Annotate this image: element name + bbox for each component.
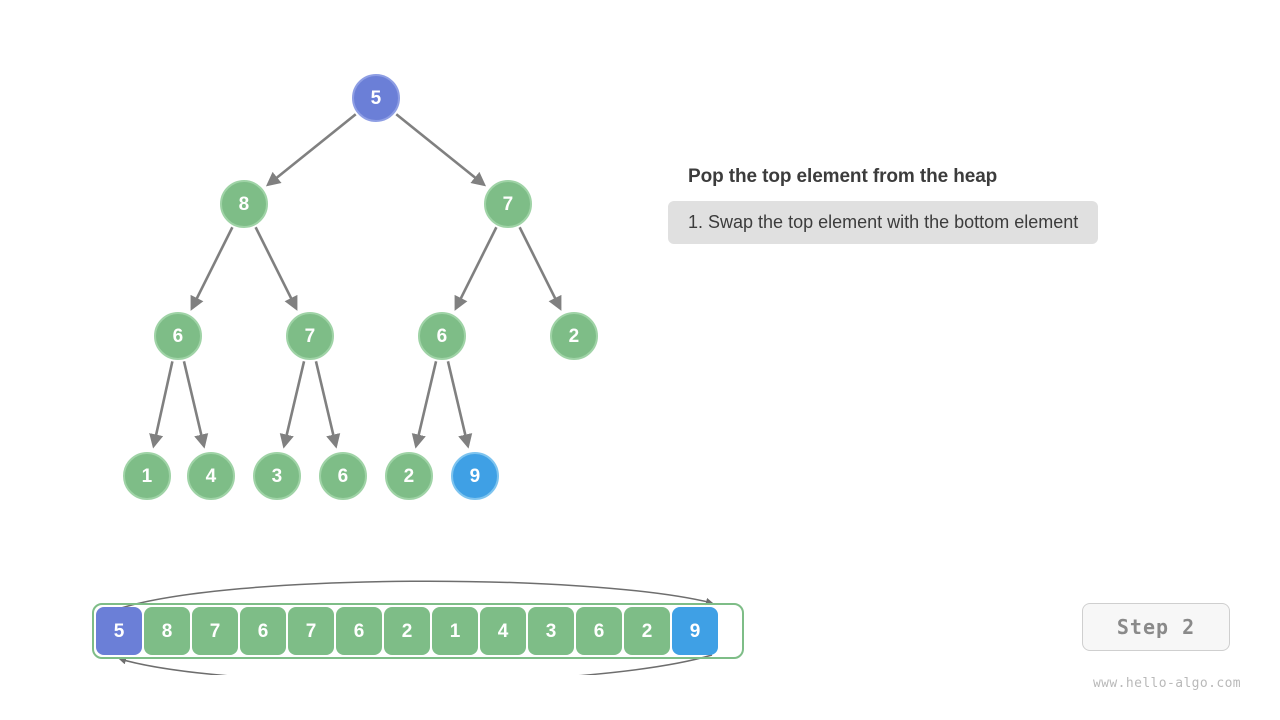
tree-edge-n3-n7 [149, 361, 174, 449]
tree-node-value: 5 [370, 87, 382, 109]
tree-edge-n1-n4 [254, 226, 298, 311]
tree-node-n4: 7 [286, 312, 334, 360]
heap-tree-diagram: 5 8 7 6 7 6 2 1 4 3 6 2 9 [0, 0, 660, 530]
array-cell-value: 1 [449, 620, 461, 642]
tree-node-value: 3 [271, 465, 283, 487]
array-cell-10: 6 [576, 607, 622, 655]
array-cell-11: 2 [624, 607, 670, 655]
panel-title: Pop the top element from the heap [688, 166, 998, 187]
array-cell-list: 5 8 7 6 7 6 2 1 4 3 6 2 9 [96, 607, 718, 655]
array-cell-1: 8 [144, 607, 190, 655]
tree-node-n6: 2 [550, 312, 598, 360]
array-cell-7: 1 [432, 607, 478, 655]
tree-node-n1: 8 [220, 180, 268, 228]
tree-edge-n0-n1 [265, 113, 357, 187]
tree-node-value: 7 [304, 325, 316, 347]
tree-node-value: 7 [502, 193, 514, 215]
array-cell-value: 6 [257, 620, 269, 642]
array-outline [92, 603, 744, 659]
array-cell-value: 2 [401, 620, 413, 642]
tree-edge-n5-n12 [446, 361, 473, 449]
tree-node-value: 6 [337, 465, 349, 487]
tree-node-value: 8 [238, 193, 250, 215]
tree-node-n3: 6 [154, 312, 202, 360]
array-cell-0: 5 [96, 607, 142, 655]
panel-step-description: 1. Swap the top element with the bottom … [668, 200, 1099, 245]
array-cell-value: 4 [497, 620, 509, 642]
tree-node-value: 6 [172, 325, 184, 347]
tree-edge-n2-n5 [454, 226, 498, 311]
tree-node-n0: 5 [352, 74, 400, 122]
tree-edge-n4-n10 [314, 361, 341, 449]
tree-node-n12: 9 [451, 452, 499, 500]
tree-node-n11: 2 [385, 452, 433, 500]
tree-node-value: 6 [436, 325, 448, 347]
watermark-url: www.hello-algo.com [1092, 676, 1242, 691]
array-cell-5: 6 [336, 607, 382, 655]
array-cell-value: 6 [593, 620, 605, 642]
array-cell-2: 7 [192, 607, 238, 655]
tree-edge-n3-n8 [182, 361, 209, 449]
tree-node-n5: 6 [418, 312, 466, 360]
tree-edge-n4-n9 [279, 361, 306, 449]
tree-edge-n2-n6 [518, 226, 562, 311]
tree-node-value: 4 [205, 465, 217, 487]
tree-node-value: 2 [568, 325, 580, 347]
array-cell-6: 2 [384, 607, 430, 655]
tree-node-n10: 6 [319, 452, 367, 500]
array-cell-value: 7 [209, 620, 221, 642]
tree-edges-svg [149, 113, 562, 449]
array-cell-4: 7 [288, 607, 334, 655]
array-cell-value: 9 [689, 620, 701, 642]
array-cell-value: 8 [161, 620, 173, 642]
tree-node-n8: 4 [187, 452, 235, 500]
tree-edge-n5-n11 [411, 361, 438, 449]
array-cell-value: 2 [641, 620, 653, 642]
array-cell-value: 6 [353, 620, 365, 642]
step-badge: Step 2 [1082, 603, 1230, 651]
array-cell-value: 5 [113, 620, 125, 642]
tree-node-value: 9 [469, 465, 481, 487]
tree-node-value: 1 [141, 465, 153, 487]
tree-node-n7: 1 [123, 452, 171, 500]
instruction-panel: Pop the top element from the heap 1. Swa… [668, 166, 1248, 245]
array-cell-9: 3 [528, 607, 574, 655]
tree-node-n9: 3 [253, 452, 301, 500]
array-cell-8: 4 [480, 607, 526, 655]
array-cell-12: 9 [672, 607, 718, 655]
tree-node-value: 2 [403, 465, 415, 487]
array-cell-3: 6 [240, 607, 286, 655]
tree-node-n2: 7 [484, 180, 532, 228]
array-cell-value: 3 [545, 620, 557, 642]
array-cell-value: 7 [305, 620, 317, 642]
heap-array-representation: 5 8 7 6 7 6 2 1 4 3 6 2 9 [70, 575, 750, 675]
tree-edge-n1-n3 [190, 226, 234, 311]
tree-edge-n0-n2 [395, 113, 487, 187]
